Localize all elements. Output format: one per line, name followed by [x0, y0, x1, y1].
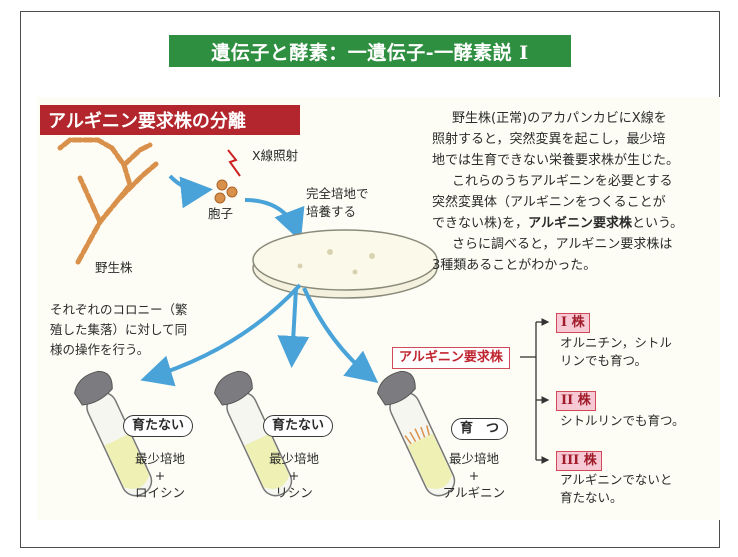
- strain-tag-1: I 株: [556, 313, 590, 333]
- strain-tag-3: III 株: [556, 451, 602, 471]
- medium-label-3: 最少培地+アルギニン: [442, 451, 506, 500]
- result-badge-2: 育たない: [263, 415, 334, 437]
- arrow-to-spores: [168, 174, 213, 209]
- test-tube-arginine: [377, 370, 456, 497]
- xray-lightning-icon: [227, 149, 241, 177]
- slide-title: 遺伝子と酵素：一遺伝子-一酵素説 I: [169, 35, 571, 67]
- medium-label-2: 最少培地+リシン: [268, 451, 319, 500]
- arrow-to-tube-1: [140, 283, 302, 387]
- wild-strain-label: 野生株: [95, 260, 133, 275]
- arrow-to-dish: [244, 198, 305, 242]
- figure-heading: アルギニン要求株の分離: [40, 105, 300, 135]
- arrow-to-tube-3: [302, 287, 379, 383]
- strain-desc-1: オルニチン，シトルリンでも育つ。: [560, 335, 672, 368]
- arginine-mutant-label: アルギニン要求株: [392, 347, 510, 369]
- xray-label: X線照射: [252, 148, 299, 163]
- result-badge-1: 育たない: [123, 415, 194, 437]
- culture-label: 完全培地で培養する: [306, 186, 369, 219]
- test-tube-lysine: [214, 370, 293, 497]
- spores-icon: [214, 179, 238, 204]
- colony-instruction: それぞれのコロニー（繁殖した集落）に対して同様の操作を行う。: [50, 302, 188, 357]
- spore-label: 胞子: [208, 206, 234, 221]
- petri-dish-icon: [252, 229, 438, 299]
- wild-strain-hyphae: [57, 137, 159, 265]
- test-tube-leucine: [74, 370, 153, 497]
- strain-desc-3: アルギニンでないと育たない。: [560, 472, 673, 505]
- medium-label-1: 最少培地+ロイシン: [134, 451, 185, 500]
- strain-desc-2: シトルリンでも育つ。: [560, 413, 685, 428]
- strain-bracket: [520, 318, 550, 464]
- strain-tag-2: II 株: [556, 391, 596, 411]
- description-text: 野生株(正常)のアカパンカビにX線を 照射すると，突然変異を起こし，最少培 地で…: [432, 111, 684, 273]
- arrow-to-tube-2: [277, 287, 310, 368]
- result-badge-3: 育 つ: [451, 418, 509, 440]
